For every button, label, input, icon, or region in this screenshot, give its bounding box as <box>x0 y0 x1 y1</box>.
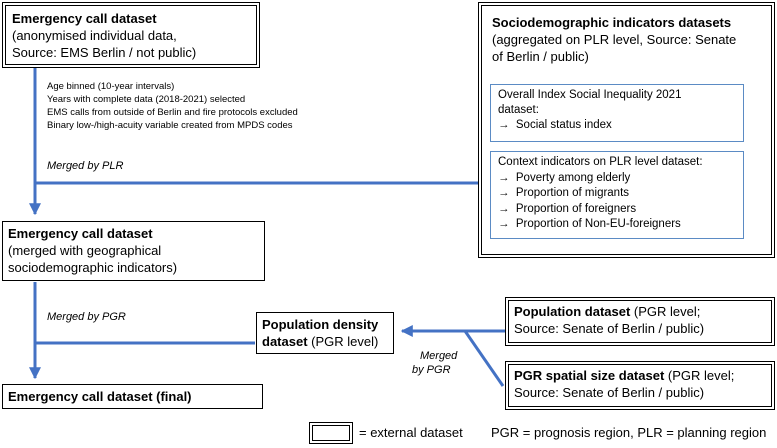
emergency-call-line-1: (anonymised individual data, <box>12 28 177 43</box>
pgr-size-title-rest: (PGR level; <box>664 368 735 383</box>
merged-by-plr-label: Merged by PLR <box>47 160 124 172</box>
context-item-poverty: → Poverty among elderly <box>498 171 736 187</box>
context-title: Context indicators on PLR level dataset: <box>498 156 703 168</box>
pgr-spatial-size-box: PGR spatial size dataset (PGR level; Sou… <box>505 361 775 410</box>
context-item-non-eu: → Proportion of Non-EU-foreigners <box>498 217 736 233</box>
pop-density-line-bold: dataset <box>262 334 308 349</box>
merged-by-pgr-side-label: Merged by PGR <box>412 349 457 377</box>
emergency-call-dataset-box: Emergency call dataset (anonymised indiv… <box>2 2 260 68</box>
arrow-bullet-icon: → <box>498 119 510 131</box>
population-line: Source: Senate of Berlin / public) <box>514 321 705 336</box>
context-item-label: Proportion of migrants <box>515 187 630 199</box>
socio-line-2: of Berlin / public) <box>492 49 589 64</box>
population-title: Population dataset <box>514 304 631 319</box>
merged-side-line-1: Merged <box>420 350 458 362</box>
arrow-bullet-icon: → <box>498 187 510 199</box>
note-binary-variable: Binary low-/high-acuity variable created… <box>47 120 293 131</box>
index-item-social-status: → Social status index <box>498 118 736 133</box>
pgr-size-title: PGR spatial size dataset <box>514 368 665 383</box>
legend-external-label: = external dataset <box>359 425 463 440</box>
social-inequality-index-box: Overall Index Social Inequality 2021 dat… <box>490 84 744 142</box>
merged-by-pgr-label: Merged by PGR <box>47 311 126 323</box>
note-age-binned: Age binned (10-year intervals) <box>47 81 175 92</box>
emergency-call-title: Emergency call dataset <box>12 11 157 26</box>
emergency-call-final-box: Emergency call dataset (final) <box>2 384 263 409</box>
population-title-rest: (PGR level; <box>630 304 701 319</box>
index-line-2: dataset: <box>498 104 539 116</box>
arrow-bullet-icon: → <box>498 202 510 215</box>
context-item-migrants: → Proportion of migrants <box>498 186 736 202</box>
legend-external-swatch <box>309 422 353 444</box>
merged-side-line-2: by PGR <box>412 364 451 376</box>
note-years-selected: Years with complete data (2018-2021) sel… <box>47 94 246 105</box>
index-item-label: Social status index <box>515 119 612 131</box>
processing-notes: Age binned (10-year intervals) Years wit… <box>47 80 298 132</box>
population-density-box: Population density dataset (PGR level) <box>256 312 394 354</box>
emergency-call-line-2: Source: EMS Berlin / not public) <box>12 45 197 60</box>
pgr-size-title-line: PGR spatial size dataset (PGR level; <box>514 367 766 384</box>
final-title: Emergency call dataset (final) <box>8 389 192 404</box>
index-line-1: Overall Index Social Inequality 2021 <box>498 89 682 101</box>
pgr-size-line: Source: Senate of Berlin / public) <box>514 385 705 400</box>
legend-abbreviations: PGR = prognosis region, PLR = planning r… <box>491 425 767 440</box>
arrow-bullet-icon: → <box>498 171 510 184</box>
context-item-label: Proportion of Non-EU-foreigners <box>515 218 681 230</box>
pgr-size-link-line <box>463 330 505 387</box>
emergency-call-merged-box: Emergency call dataset (merged with geog… <box>2 221 265 281</box>
merged-line-2: sociodemographic indicators) <box>8 260 178 275</box>
socio-line-1: (aggregated on PLR level, Source: Senate <box>492 32 737 47</box>
arrow-bullet-icon: → <box>498 218 510 230</box>
merged-title: Emergency call dataset <box>8 226 153 241</box>
context-item-label: Proportion of foreigners <box>515 202 637 215</box>
note-ems-excluded: EMS calls from outside of Berlin and fir… <box>47 107 298 118</box>
pop-density-title: Population density <box>262 317 379 332</box>
merged-line-1: (merged with geographical <box>8 243 162 258</box>
pop-density-line: dataset (PGR level) <box>262 333 388 350</box>
socio-title: Sociodemographic indicators datasets <box>492 15 732 30</box>
population-dataset-box: Population dataset (PGR level; Source: S… <box>505 297 775 346</box>
context-item-label: Poverty among elderly <box>515 171 631 184</box>
pop-density-line-rest: (PGR level) <box>307 334 379 349</box>
context-item-foreigners: → Proportion of foreigners <box>498 202 736 218</box>
context-indicators-box: Context indicators on PLR level dataset:… <box>490 151 744 239</box>
population-title-line: Population dataset (PGR level; <box>514 303 766 320</box>
